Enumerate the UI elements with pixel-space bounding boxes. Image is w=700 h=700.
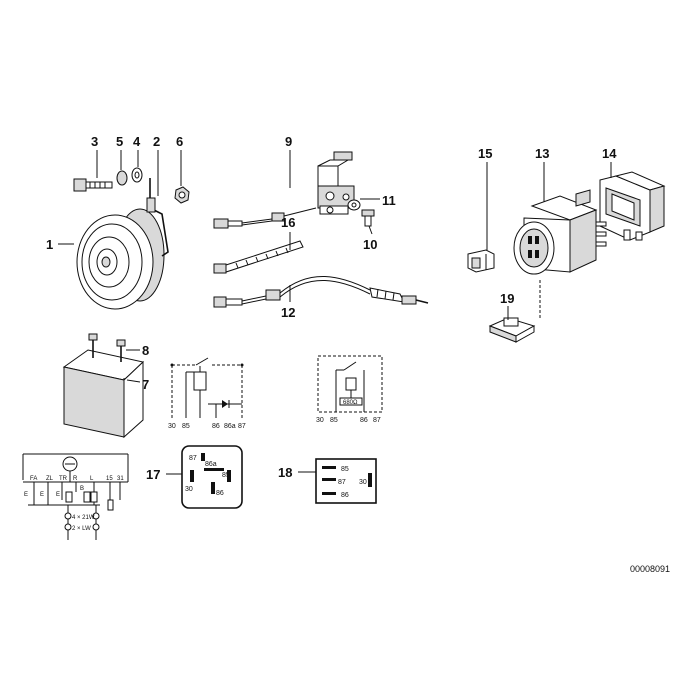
callout-15: 15: [478, 146, 492, 161]
control-unit: [467, 162, 666, 343]
terminal-label: 86: [360, 417, 368, 424]
pin-label: 30: [185, 486, 193, 493]
callout-3: 3: [91, 134, 98, 149]
callout-14: 14: [602, 146, 617, 161]
bracket-tab: [146, 197, 156, 213]
relay-box: [62, 333, 145, 439]
wiring-label: E: [40, 492, 44, 498]
callout-17: 17: [146, 467, 160, 482]
sensor-harness: [213, 150, 429, 308]
callout-4: 4: [133, 134, 141, 149]
callout-1: 1: [46, 237, 53, 252]
horn-inner: [96, 248, 118, 276]
relay-schematic-a: 30 85 86 86a 87: [168, 357, 246, 430]
screw: [116, 339, 126, 347]
lamp: [64, 523, 72, 531]
terminal-label: 85: [182, 423, 190, 430]
horn-center: [101, 256, 111, 268]
callout-9: 9: [285, 134, 292, 149]
lamp-rating: 4 × 21W: [72, 515, 95, 521]
screw: [361, 209, 375, 227]
pin-label: 87: [338, 479, 346, 486]
washer: [116, 170, 128, 186]
pin-label: 86a: [205, 461, 217, 468]
wiring-label: L: [90, 476, 94, 482]
callout-8: 8: [142, 343, 149, 358]
sensor-cable: [213, 275, 429, 308]
wiring-label: E: [56, 492, 60, 498]
wiring-label: TR: [59, 476, 68, 482]
callout-16: 16: [281, 215, 295, 230]
bolt: [73, 178, 113, 192]
terminal-label: 85: [330, 417, 338, 424]
pin-label: 85: [222, 472, 230, 479]
wiring-schematic: FA ZL TR R L 15 31 E E E B 4 × 21W 2 × L…: [22, 453, 129, 540]
horn-body: [76, 214, 154, 310]
wiring-label: 15: [106, 476, 113, 482]
relay-schematic-b: 680Ω 30 85 86 87: [316, 355, 383, 424]
pin-label: 86: [341, 492, 349, 499]
wiring-label: FA: [30, 476, 37, 482]
cable-tie: [213, 240, 304, 274]
switch-body: [317, 151, 355, 215]
terminal-label: 87: [373, 417, 381, 424]
callout-5: 5: [116, 134, 123, 149]
relay-pinout-18: 85 87 30 86: [298, 458, 377, 504]
wiring-label: E: [24, 492, 28, 498]
terminal-label: 30: [316, 417, 324, 424]
wiring-label: ZL: [46, 476, 54, 482]
callout-12: 12: [281, 305, 295, 320]
screw: [88, 333, 98, 341]
callout-19: 19: [500, 291, 514, 306]
horn-assembly: [58, 150, 190, 310]
wiring-label: R: [73, 476, 78, 482]
horn-rim: [81, 223, 143, 301]
holder-clip: [488, 317, 536, 343]
pin-label: 87: [189, 455, 197, 462]
terminal-label: 86: [212, 423, 220, 430]
pin-label: 30: [359, 479, 367, 486]
lamp: [92, 523, 100, 531]
control-module: [513, 189, 607, 275]
wiring-label: B: [80, 486, 84, 492]
callout-18: 18: [278, 465, 292, 480]
callout-13: 13: [535, 146, 549, 161]
pin-label: 86: [216, 490, 224, 497]
pin-label: 85: [341, 466, 349, 473]
mounting-bracket: [599, 171, 666, 241]
diagram-reference-number: 00008091: [630, 564, 670, 574]
small-connector: [467, 249, 495, 273]
terminal-label: 87: [238, 423, 246, 430]
resistor-label: 680Ω: [343, 400, 358, 406]
callout-7: 7: [142, 377, 149, 392]
lamp: [92, 512, 100, 520]
relay-pinout-17: 87 86a 85 30 86: [166, 445, 243, 509]
spring-washer: [131, 167, 143, 183]
wiring-label: 31: [117, 476, 124, 482]
washer: [347, 199, 361, 211]
terminal-label: 30: [168, 423, 176, 430]
horn-trumpet: [88, 236, 130, 288]
callout-10: 10: [363, 237, 377, 252]
lamp: [64, 512, 72, 520]
terminal-label: 86a: [224, 423, 236, 430]
callout-6: 6: [176, 134, 183, 149]
lamp-rating: 2 × LW: [72, 526, 91, 532]
callout-11: 11: [382, 193, 396, 208]
callout-2: 2: [153, 134, 160, 149]
